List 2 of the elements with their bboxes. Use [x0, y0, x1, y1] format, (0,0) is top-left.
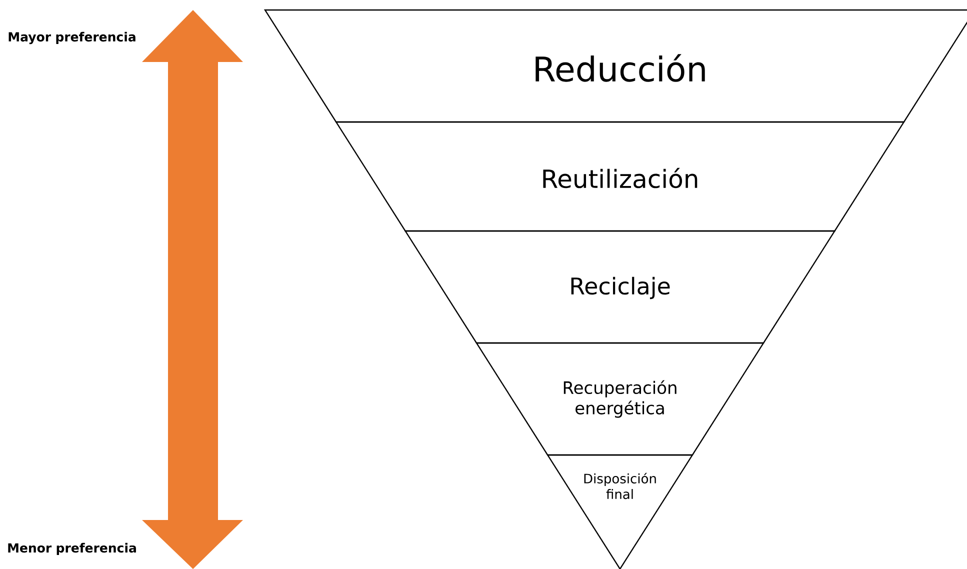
scale-label: Mayor preferencia [8, 32, 136, 44]
scale-label: Menor preferencia [8, 542, 136, 556]
